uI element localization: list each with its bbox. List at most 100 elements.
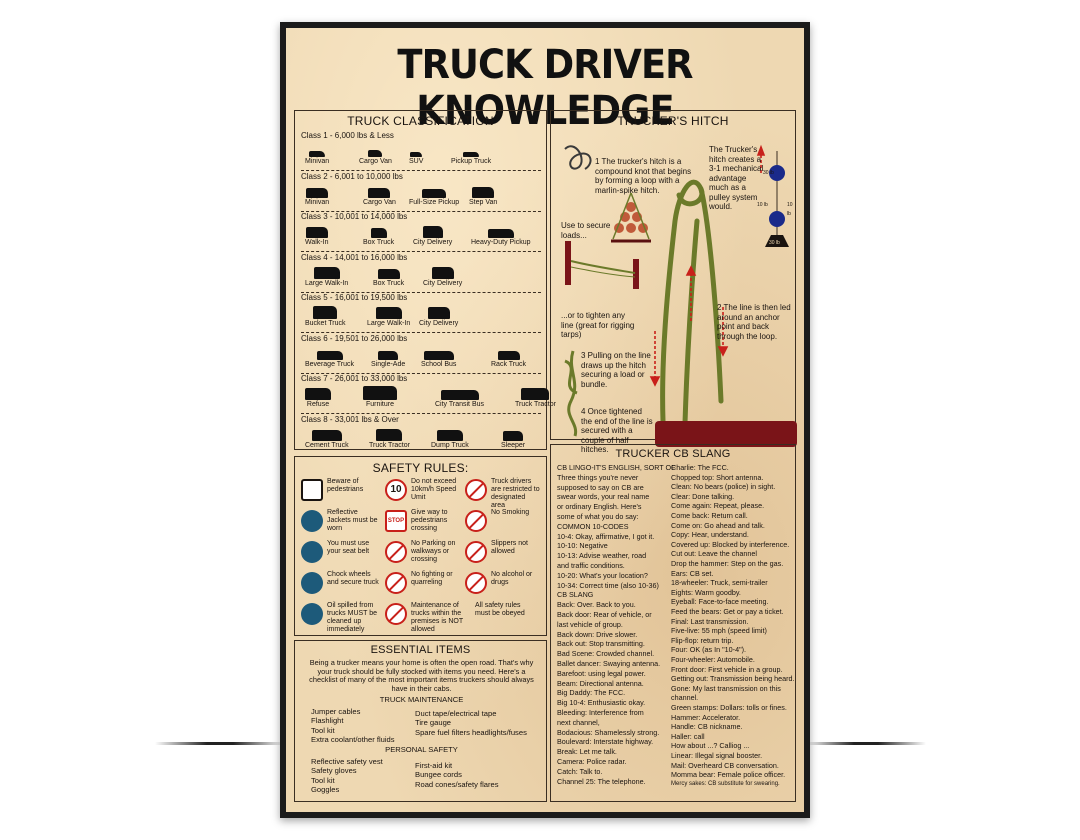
vehicle-label: Large Walk-In xyxy=(305,279,349,287)
vehicle-3: City Delivery xyxy=(419,307,458,327)
cb-slang-entry: last vehicle of group. xyxy=(557,619,623,629)
cb-slang-entry: Momma bear: Female police officer. xyxy=(671,770,786,780)
cb-slang-entry: Three things you're never xyxy=(557,472,639,482)
vehicle-label: Box Truck xyxy=(373,279,405,287)
truck-silhouette-icon xyxy=(472,186,495,198)
cb-slang-entry: supposed to say on CB are xyxy=(557,482,644,492)
truck-silhouette-icon xyxy=(422,188,447,198)
class-divider xyxy=(301,170,541,171)
cb-slang-entry: Mail: Overheard CB conversation. xyxy=(671,760,779,770)
cb-slang-entry: some of what you do say: xyxy=(557,512,639,521)
cb-slang-entry: Big Daddy: The FCC. xyxy=(557,688,626,698)
hitch-secure-note: Use to secure loads... xyxy=(561,221,611,240)
truck-silhouette-icon xyxy=(422,226,443,238)
vehicle-1: Cement Truck xyxy=(305,429,349,449)
truck-class-label: Class 4 - 14,001 to 16,000 lbs xyxy=(301,252,408,262)
cb-slang-entry: Clear: Done talking. xyxy=(671,491,735,501)
prohibition-slash xyxy=(387,606,405,623)
cb-slang-entry: Drop the hammer: Step on the gas. xyxy=(671,559,784,568)
vehicle-label: SUV xyxy=(409,158,424,165)
cb-slang-panel: TRUCKER CB SLANG CB LINGO-IT'S ENGLISH, … xyxy=(550,444,796,802)
hitch-mechanical-note: The Trucker's hitch creates a 3-1 mechan… xyxy=(709,145,764,211)
essential-intro: Being a trucker means your home is often… xyxy=(309,658,534,693)
vehicle-label: City Delivery xyxy=(419,320,459,327)
safety-rule-text: Truck drivers are restricted to designat… xyxy=(491,478,540,509)
safety-rule-text: Slippers not allowed xyxy=(491,540,528,555)
vehicle-label: Cement Truck xyxy=(305,441,349,449)
cb-slang-entry: Come again: Repeat, please. xyxy=(671,501,765,511)
hitch-illustration xyxy=(564,144,797,447)
vehicle-2: Truck Tractor xyxy=(369,428,410,449)
vehicle-2: Box Truck xyxy=(373,268,405,287)
vehicle-label: Cargo Van xyxy=(363,198,396,206)
vehicle-label: Minivan xyxy=(305,158,330,165)
class-divider xyxy=(301,251,541,252)
vehicle-label: Furniture xyxy=(365,401,394,408)
truck-silhouette-icon xyxy=(306,187,329,198)
direction-arrows xyxy=(649,144,766,387)
safety-rule-text: Oil spilled from trucks MUST be cleaned … xyxy=(327,602,378,633)
cb-slang-entry: 10-13: Advise weather, road xyxy=(557,551,647,561)
truck-classification-panel: TRUCK CLASSIFICATION Class 1 - 6,000 lbs… xyxy=(294,110,556,450)
cb-slang-entry: or ordinary English. Here's xyxy=(557,502,642,512)
vehicle-label: Refuse xyxy=(306,401,330,408)
truck-silhouette-icon xyxy=(313,266,340,279)
cb-slang-entry: next channel, xyxy=(557,717,600,727)
cb-slang-entry: 10-34: Correct time (also 10-36) xyxy=(557,580,659,590)
safety-rule-text: All safety rules must be obeyed xyxy=(475,602,525,617)
vehicle-label: Single-Ade xyxy=(371,360,406,368)
vehicle-label: Sleeper xyxy=(501,441,526,449)
vehicle-label: Full-Size Pickup xyxy=(409,198,460,206)
no-alcohol-icon xyxy=(465,572,487,594)
cb-slang-entry: Back door: Rear of vehicle, or xyxy=(557,610,652,619)
vehicle-1: Bucket Truck xyxy=(305,306,345,327)
seat-belt-icon xyxy=(301,541,323,563)
pulley-weight-side: 10 lb xyxy=(787,202,793,217)
vehicle-label: Minivan xyxy=(305,198,330,206)
no-fighting-icon xyxy=(385,572,407,594)
cb-slang-entry: Covered up: Blocked by interference. xyxy=(671,539,790,549)
cb-slang-entry: Channel 25: The telephone. xyxy=(557,776,646,786)
pulley-weight-bottom: 30 lb xyxy=(769,240,780,246)
truck-silhouette-icon xyxy=(368,150,383,157)
vehicle-3: City Transit Bus xyxy=(435,390,484,408)
safety-rule-text: No Smoking xyxy=(491,509,530,516)
cb-slang-entry: Bleeding: Interference from xyxy=(557,708,644,717)
cb-slang-entry: Big 10-4: Enthusiastic okay. xyxy=(557,698,646,708)
vehicle-4: Rack Truck xyxy=(491,350,526,368)
essential-item: Tool kit xyxy=(311,725,335,735)
vehicle-1: Minivan xyxy=(305,151,329,165)
vehicle-1: Refuse xyxy=(305,388,331,408)
prohibition-slash xyxy=(387,544,405,561)
wall-shadow-left xyxy=(155,742,285,745)
cb-slang-entry: Come on: Go ahead and talk. xyxy=(671,520,765,530)
vehicle-label: Step Van xyxy=(469,198,498,206)
stop-sign-icon: STOP xyxy=(385,510,407,532)
cb-slang-entry: Five-live: 55 mph (speed limit) xyxy=(671,626,767,636)
truck-silhouette-icon xyxy=(487,229,514,238)
safety-rule-text: No fighting or quarreling xyxy=(411,571,453,586)
vehicle-label: Truck Tractor xyxy=(369,441,410,449)
hitch-step-3: 3 Pulling on the line draws up the hitch… xyxy=(581,351,651,389)
cb-slang-entry: Four: OK (as In "10-4"). xyxy=(671,645,747,655)
vehicle-3: SUV xyxy=(409,152,423,165)
vehicle-label: Box Truck xyxy=(363,239,395,246)
prohibition-slash xyxy=(467,513,485,530)
truck-silhouette-icon xyxy=(309,151,326,157)
vehicle-3: City Delivery xyxy=(413,226,452,246)
truck-silhouette-icon xyxy=(463,152,480,157)
cb-slang-entry: Final: Last transmission. xyxy=(671,616,749,626)
safety-rule-text: No alcohol or drugs xyxy=(491,571,533,586)
safety-rule-text: No Parking on walkways or crossing xyxy=(411,540,456,563)
cb-slang-entry: CB SLANG xyxy=(557,590,594,600)
chock-wheels-icon xyxy=(301,572,323,594)
pulley-weight-middle: 10 lb xyxy=(757,202,768,208)
safety-rule-text: Beware of pedestrians xyxy=(327,478,364,493)
truck-silhouette-icon xyxy=(305,227,328,238)
